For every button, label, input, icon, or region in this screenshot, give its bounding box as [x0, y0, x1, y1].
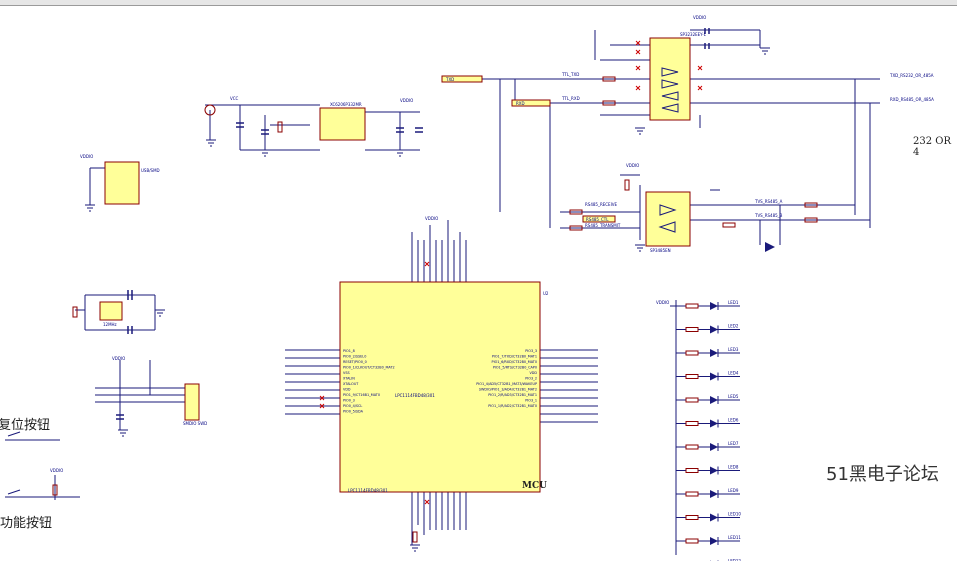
vcc-label: VCC: [230, 96, 239, 101]
mcu-pin-right: PIO3_3: [525, 349, 537, 353]
net-ttl-rxd: TTL_RXD: [561, 96, 580, 101]
window-top-border: [0, 0, 957, 6]
mcu-pin-right: PIO1_4/AD5/CT32B1_MAT3/WAKEUP: [476, 382, 537, 386]
mcu-pin-right: PIO3_1: [525, 399, 537, 403]
mcu-pin-left: PIO0_4/SCL: [343, 404, 362, 408]
net-flag-ctl: [582, 215, 616, 223]
net-485-rx: RS485_RECEIVE: [585, 202, 617, 207]
mcu-pin-left: VDD: [343, 388, 351, 392]
mcu-pin-left: PIO0_1/CLKOUT/CT32B0_MAT2: [343, 366, 395, 370]
mcu-pin-left: PIO0_2/SSEL0: [343, 355, 366, 359]
mcu-pin-left: XTALIN: [343, 377, 355, 381]
rs485-part: SP3485EN: [650, 248, 671, 253]
led-label: LED8: [728, 465, 739, 470]
crystal: [99, 301, 123, 321]
vddio-label-2: VDDIO: [80, 154, 93, 159]
mcu-ref: U2: [543, 291, 549, 296]
rs-section-title: 232 OR 4: [913, 136, 951, 158]
led-label: LED10: [728, 512, 741, 517]
led-channel: LED10: [676, 512, 741, 522]
net-rs232-tx: TXD_RS232_OR_485A: [889, 73, 934, 78]
vddio-label-6: VDDIO: [626, 163, 639, 168]
mcu-pin-left: XTALOUT: [343, 382, 359, 386]
usb-chip: [104, 161, 140, 205]
rs232-chip: [649, 37, 691, 121]
net-flag-txd: [441, 75, 483, 83]
net-tvs-b: TVS_RS485_B: [754, 213, 783, 218]
mcu-pin-right: PIO1_2/R/AD3/CT32B1_MAT1: [488, 393, 537, 397]
ldo-part: XC6206P332MR: [330, 102, 362, 107]
swd-connector: [184, 383, 200, 421]
usb-part: USB/SMD: [141, 168, 160, 173]
led-label: LED2: [728, 324, 739, 329]
led-channel: LED2: [676, 324, 740, 334]
led-channel: LED4: [676, 371, 740, 381]
net-rs485-rx: RXD_RS485_OR_485A: [890, 97, 934, 102]
vddio-label-8: VDDIO: [425, 216, 438, 221]
net-flag-rxd: [511, 99, 551, 107]
mcu-pin-left: RESET/PIO0_0: [343, 360, 367, 364]
led-label: LED12: [728, 559, 741, 561]
swd-part: SMDIO SWD: [183, 421, 207, 426]
net-label-txd: TXD: [445, 77, 454, 82]
vddio-label-7: VDDIO: [693, 15, 706, 20]
mcu-pin-left: VSS: [343, 371, 350, 375]
led-channel: LED3: [676, 347, 740, 357]
led-label: LED1: [728, 300, 739, 305]
vddio-label-1: VDDIO: [400, 98, 413, 103]
vddio-label-5: VDDIO: [112, 356, 125, 361]
net-tvs-a: TVS_RS485_A: [754, 199, 783, 204]
led-channel: LED7: [676, 441, 740, 451]
mcu-pin-right: VDD: [529, 371, 537, 375]
led-label: LED7: [728, 441, 739, 446]
led-label: LED3: [728, 347, 739, 352]
function-button-label: 功能按钮: [0, 516, 53, 531]
vddio-label-4: VDDIO: [50, 468, 63, 473]
mcu-pin-left: PIO0_5/SDA: [343, 410, 364, 414]
led-channel: LED9: [676, 488, 740, 498]
net-485-tx: RS485_TRANSMIT: [585, 223, 621, 228]
mcu-part-label-2: LPC1114FBD48/301: [348, 488, 388, 493]
mcu-pin-left: PIO0_3: [343, 399, 355, 403]
led-channel: LED1: [676, 300, 740, 310]
mcu-pin-right: PIO1_1/R/AD2/CT32B1_MAT0: [488, 404, 537, 408]
mcu-chip: [339, 281, 541, 493]
led-channel: LED5: [676, 394, 740, 404]
mcu-pin-left: PIO1_9/CT16B1_MAT0: [343, 393, 380, 397]
net-ttl-txd: TTL_TXD: [561, 72, 579, 77]
led-channel: LED6: [676, 418, 740, 428]
led-channel: LED11: [676, 535, 741, 545]
led-label: LED11: [728, 535, 741, 540]
mcu-pin-right: PIO3_2: [525, 377, 537, 381]
forum-watermark: 51黑电子论坛: [826, 464, 939, 485]
net-label-ctl: RS485_CTL: [586, 217, 609, 222]
led-label: LED4: [728, 371, 739, 376]
mcu-part-label: LPC1114FBD48/301: [395, 393, 435, 398]
led-label: LED5: [728, 394, 739, 399]
rs232-part: SP3232EEY-L: [680, 32, 707, 37]
xtal-part: 12MHz: [103, 322, 117, 327]
led-label: LED9: [728, 488, 739, 493]
usb-connector: [204, 104, 216, 116]
mcu-label: MCU: [522, 481, 547, 491]
tvs-diode: [765, 242, 775, 252]
led-label: LED6: [728, 418, 739, 423]
mcu-pin-right: SWDIO/PIO1_3/AD4/CT32B1_MAT2: [479, 388, 537, 392]
ldo-chip: [319, 107, 366, 141]
mcu-pin-right: PIO1_7/TXD/CT32B0_MAT1: [492, 355, 537, 359]
mcu-pin-right: PIO1_5/RTS/CT32B0_CAP0: [493, 366, 537, 370]
net-label-rxd: RXD: [516, 101, 525, 106]
led-channel: LED8: [676, 465, 740, 475]
vddio-label-3: VDDIO: [656, 300, 669, 305]
rs485-chip: [645, 191, 691, 247]
mcu-pin-right: PIO1_6/RXD/CT32B0_MAT0: [492, 360, 537, 364]
reset-button-label: 复位按钮: [0, 418, 51, 433]
mcu-pin-left: PIO1_8: [343, 349, 355, 353]
